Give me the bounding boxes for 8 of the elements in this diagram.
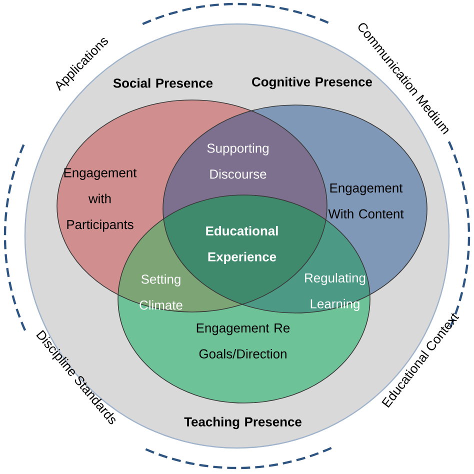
center-label: Educational Experience xyxy=(206,226,278,264)
presence-heading: Teaching Presence xyxy=(184,416,302,430)
element-text: Engagement with Participants xyxy=(64,168,137,232)
overlap-label: Supporting Discourse xyxy=(207,143,268,179)
presence-heading: Social Presence xyxy=(113,78,213,88)
overlap-label: Regulating Learning xyxy=(305,273,366,311)
element-text: Engagement With Content xyxy=(328,184,404,218)
element-text: Engagement Re Goals/Direction xyxy=(196,324,290,358)
